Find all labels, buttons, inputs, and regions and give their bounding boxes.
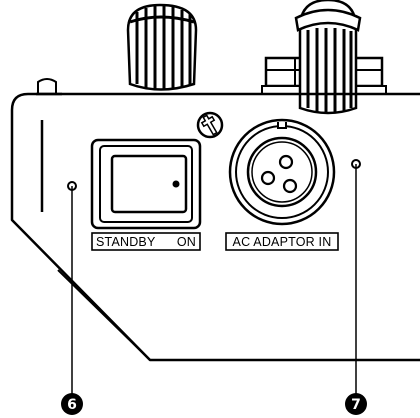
switch-label-standby: STANDBY xyxy=(96,235,156,249)
pin-3 xyxy=(282,178,298,194)
callout-6: 6 xyxy=(61,181,83,415)
knob-right xyxy=(261,0,387,115)
connector-label: AC ADAPTOR IN xyxy=(225,232,339,251)
ac-adaptor-jack xyxy=(228,118,336,226)
pin-1 xyxy=(278,154,294,170)
pin-2 xyxy=(260,170,276,186)
switch-label: STANDBY ON xyxy=(91,232,201,251)
connector-label-text: AC ADAPTOR IN xyxy=(233,235,332,249)
switch-on-indicator xyxy=(172,180,180,188)
callout-6-badge xyxy=(61,393,83,415)
callout-7-number: 7 xyxy=(351,397,361,413)
nut-left xyxy=(36,78,62,96)
callout-7-badge xyxy=(345,393,367,415)
chassis-outline xyxy=(10,92,420,362)
knob-left xyxy=(126,3,198,91)
standby-switch xyxy=(90,138,202,230)
switch-label-on: ON xyxy=(177,235,196,249)
callout-7: 7 xyxy=(345,159,367,415)
screw xyxy=(196,111,224,139)
callout-6-number: 6 xyxy=(67,397,77,413)
